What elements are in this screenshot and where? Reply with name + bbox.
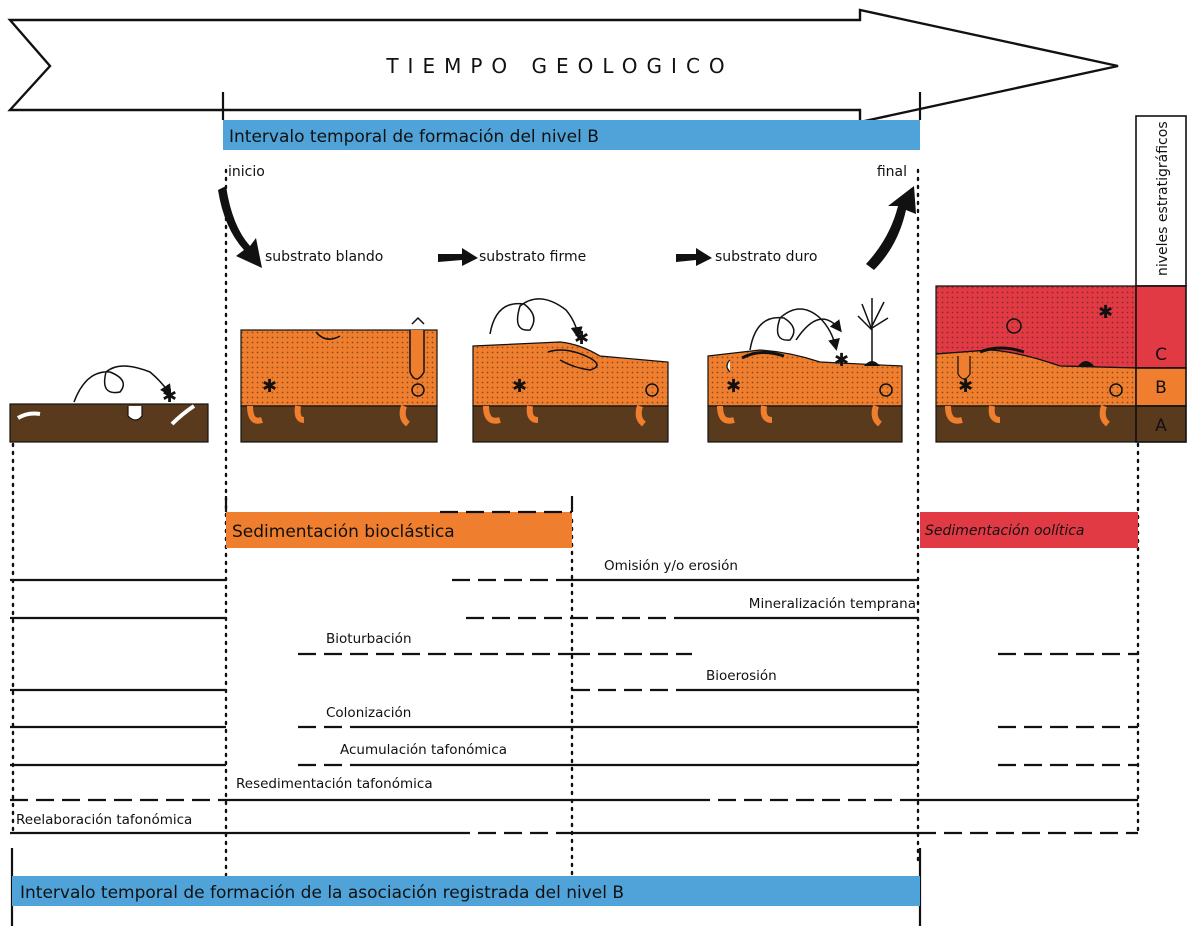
end-curved-arrow-icon (866, 186, 916, 270)
block-stage-3: ✱ ✱ (707, 298, 903, 443)
asterisk-icon: ✱ (834, 350, 849, 371)
oolitic-bar (920, 512, 1138, 548)
level-b-cell (1135, 367, 1187, 407)
bioturbation-label: Bioturbación (326, 631, 412, 647)
substrate-arrow-2-icon (676, 248, 712, 266)
substrate-hard-label: substrato duro (715, 249, 817, 265)
oolitic-label: Sedimentación oolítica (925, 523, 1085, 539)
bioerosion-label: Bioerosión (706, 668, 777, 684)
bioclastic-label: Sedimentación bioclástica (232, 522, 455, 542)
asterisk-icon: ✱ (726, 376, 741, 397)
interval-top-label: Intervalo temporal de formación del nive… (229, 127, 599, 147)
omission-label: Omisión y/o erosión (604, 558, 738, 574)
block-stage-0: ✱ (9, 365, 209, 443)
substrate-soft-label: substrato blando (265, 249, 383, 265)
substrate-arrow-1-icon (438, 248, 478, 266)
level-c-label: C (1155, 345, 1167, 365)
start-label: inicio (228, 164, 265, 180)
stratigraphic-levels-column: niveles estratigráficos C B A (1135, 115, 1187, 443)
mineralization-label: Mineralización temprana (749, 596, 916, 612)
levels-header: niveles estratigráficos (1155, 121, 1171, 276)
interval-bar-bottom (12, 876, 920, 906)
bioclastic-bar (226, 512, 572, 548)
accumulation-label: Acumulación tafonómica (340, 742, 507, 758)
geologic-time-arrow: TIEMPO GEOLOGICO (7, 8, 1119, 124)
colonization-label: Colonización (326, 705, 411, 721)
asterisk-icon: ✱ (574, 328, 589, 349)
asterisk-icon: ✱ (958, 376, 973, 397)
substrate-firm-label: substrato firme (479, 249, 586, 265)
block-stage-2: ✱ ✱ (472, 298, 669, 443)
arrow-title: TIEMPO GEOLOGICO (385, 54, 733, 78)
level-a-label: A (1155, 416, 1167, 436)
asterisk-icon: ✱ (1098, 302, 1113, 323)
resedimentation-label: Resedimentación tafonómica (236, 776, 433, 792)
end-label: final (877, 164, 907, 180)
interval-bottom-label: Intervalo temporal de formación de la as… (20, 883, 624, 903)
asterisk-icon: ✱ (262, 376, 277, 397)
reworking-label: Reelaboración tafonómica (16, 812, 192, 828)
start-curved-arrow-icon (218, 186, 262, 268)
asterisk-icon: ✱ (512, 376, 527, 397)
interval-bar-top (223, 120, 920, 150)
block-stage-4: ✱ ✱ (935, 285, 1137, 443)
level-a-cell (1135, 405, 1187, 443)
block-stage-1: ✱ (240, 316, 438, 443)
level-b-label: B (1155, 378, 1167, 398)
asterisk-icon: ✱ (162, 386, 177, 407)
